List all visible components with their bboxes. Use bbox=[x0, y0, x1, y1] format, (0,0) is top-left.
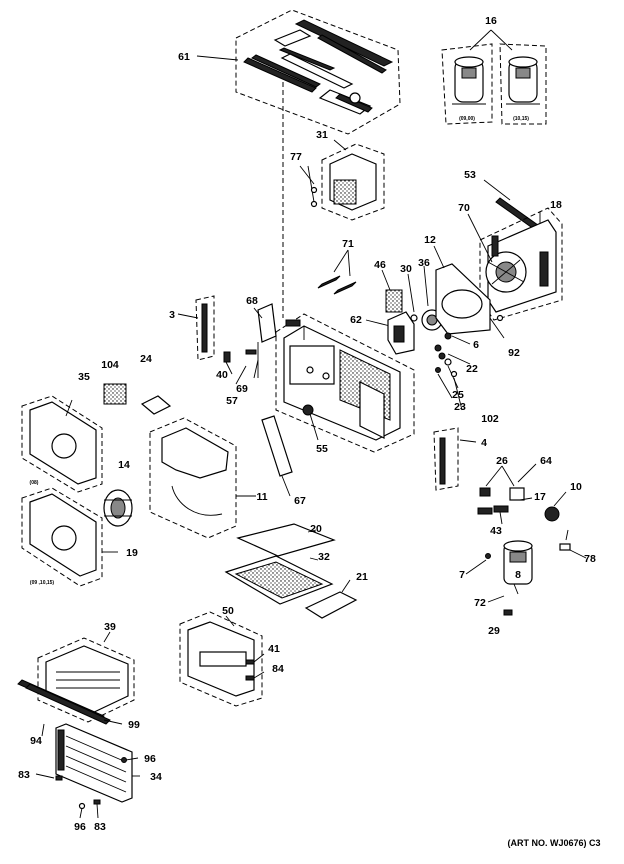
top-rail-parts bbox=[243, 19, 394, 115]
callout-62: 62 bbox=[350, 314, 362, 326]
callout-77: 77 bbox=[290, 151, 302, 163]
callout-6: 6 bbox=[473, 339, 479, 351]
compressor-options-group bbox=[441, 29, 547, 125]
label-compressor-left: (09,00) bbox=[459, 116, 475, 122]
bracket-4 bbox=[433, 427, 477, 491]
callout-30: 30 bbox=[400, 263, 412, 275]
callout-17: 17 bbox=[534, 491, 546, 503]
callout-18: 18 bbox=[550, 199, 562, 211]
callout-96-bottom: 96 bbox=[74, 821, 86, 833]
callout-3: 3 bbox=[169, 309, 175, 321]
blower-wheel-14 bbox=[103, 489, 133, 527]
callout-26: 26 bbox=[496, 455, 508, 467]
callout-31: 31 bbox=[316, 129, 328, 141]
callout-61: 61 bbox=[178, 51, 190, 63]
fastener-cluster bbox=[434, 332, 471, 411]
callout-35: 35 bbox=[78, 371, 90, 383]
callout-84: 84 bbox=[272, 663, 284, 675]
callout-43: 43 bbox=[490, 525, 502, 537]
callout-25: 25 bbox=[452, 389, 464, 401]
callout-19: 19 bbox=[126, 547, 138, 559]
compressor-right bbox=[506, 56, 540, 105]
callout-12: 12 bbox=[424, 234, 436, 246]
motor-bracket-62 bbox=[365, 311, 415, 355]
callout-24: 24 bbox=[140, 353, 152, 365]
callout-67: 67 bbox=[294, 495, 306, 507]
label-housing-19: (09 ,10,15) bbox=[30, 580, 55, 586]
scroll-assembly-11 bbox=[149, 417, 256, 539]
left-bracket-parts bbox=[177, 295, 277, 385]
callout-96-right: 96 bbox=[144, 753, 156, 765]
callout-71: 71 bbox=[342, 238, 354, 250]
callout-68: 68 bbox=[246, 295, 258, 307]
callout-14: 14 bbox=[118, 459, 130, 471]
callout-8: 8 bbox=[515, 569, 521, 581]
callout-22: 22 bbox=[466, 363, 478, 375]
callout-70: 70 bbox=[458, 202, 470, 214]
callout-99: 99 bbox=[128, 719, 140, 731]
rails-99-94 bbox=[17, 679, 123, 737]
callout-78: 78 bbox=[584, 553, 596, 565]
label-compressor-right: (10,15) bbox=[513, 116, 529, 122]
callout-55: 55 bbox=[316, 443, 328, 455]
fan-motor-parts bbox=[381, 245, 505, 339]
callout-83-left: 83 bbox=[18, 769, 30, 781]
callout-7: 7 bbox=[459, 569, 465, 581]
callout-21: 21 bbox=[356, 571, 368, 583]
callout-64: 64 bbox=[540, 455, 552, 467]
base-tray-parts bbox=[224, 523, 358, 619]
callout-20: 20 bbox=[310, 523, 322, 535]
condenser-housing-group bbox=[467, 207, 563, 321]
callout-46: 46 bbox=[374, 259, 386, 271]
control-box-group bbox=[299, 139, 385, 221]
blower-housing-35 bbox=[21, 395, 103, 493]
side-panel-67 bbox=[261, 415, 293, 497]
brackets-71 bbox=[317, 249, 357, 295]
filter-and-pad bbox=[103, 383, 172, 415]
callout-102: 102 bbox=[481, 413, 499, 425]
callout-11: 11 bbox=[256, 491, 267, 503]
callout-4: 4 bbox=[481, 437, 487, 449]
callout-36: 36 bbox=[418, 257, 430, 269]
compressor-left bbox=[452, 56, 486, 105]
callout-57: 57 bbox=[226, 395, 238, 407]
compressor-area bbox=[465, 491, 587, 616]
callout-94: 94 bbox=[30, 735, 42, 747]
callout-34: 34 bbox=[150, 771, 162, 783]
callout-50: 50 bbox=[222, 605, 234, 617]
part-55 bbox=[302, 404, 319, 441]
callout-29: 29 bbox=[488, 625, 500, 637]
variant-labels: (09,00) (10,15) (08) (09 ,10,15) bbox=[30, 116, 530, 586]
callout-72: 72 bbox=[474, 597, 486, 609]
drain-assembly-50 bbox=[179, 611, 265, 707]
callout-10: 10 bbox=[570, 481, 582, 493]
callout-41: 41 bbox=[268, 643, 280, 655]
callout-104: 104 bbox=[101, 359, 119, 371]
evaporator-coil-34 bbox=[35, 723, 140, 819]
callout-39: 39 bbox=[104, 621, 116, 633]
callout-40: 40 bbox=[216, 369, 228, 381]
callout-69: 69 bbox=[236, 383, 248, 395]
callout-92: 92 bbox=[508, 347, 520, 359]
art-number: (ART NO. WJ0676) C3 bbox=[507, 838, 600, 848]
callout-53: 53 bbox=[464, 169, 476, 181]
top-rail-assembly-group bbox=[196, 9, 401, 135]
blower-housing-19 bbox=[21, 487, 118, 587]
callout-83-bottom: 83 bbox=[94, 821, 106, 833]
label-housing-35: (08) bbox=[30, 480, 39, 486]
callout-23: 23 bbox=[454, 401, 466, 413]
terminal-parts bbox=[477, 463, 537, 525]
callout-32: 32 bbox=[318, 551, 330, 563]
front-grille-39 bbox=[37, 631, 135, 723]
callout-labels: 61 16 31 77 53 18 70 71 12 46 30 36 3 68… bbox=[18, 15, 596, 833]
callout-16: 16 bbox=[485, 15, 497, 27]
